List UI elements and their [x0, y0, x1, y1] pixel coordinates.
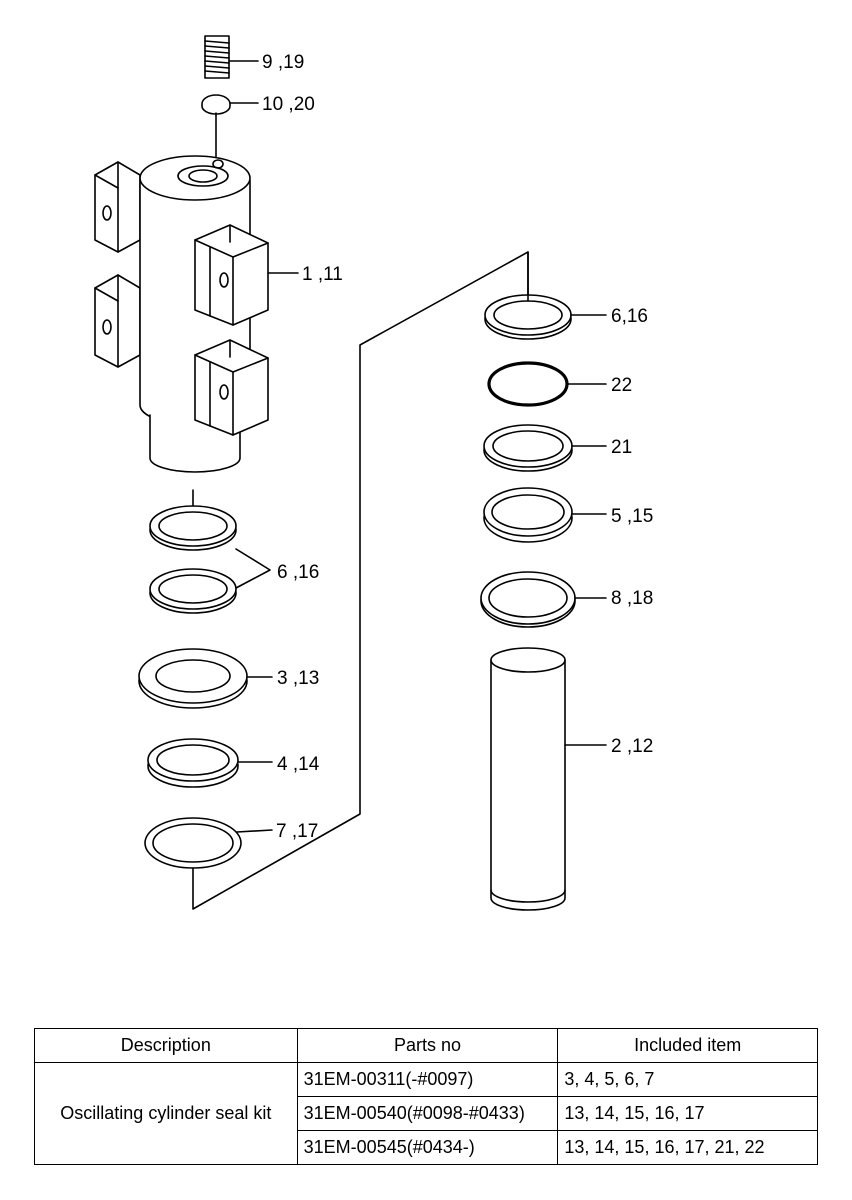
label-ring-3: 3 ,13 [277, 668, 319, 689]
ring-6-lower [149, 568, 237, 614]
ring-3 [138, 648, 273, 709]
ring-21 [483, 424, 607, 472]
label-ring-5: 5 ,15 [611, 506, 653, 527]
pin-part [490, 647, 607, 911]
label-oring-22: 22 [611, 375, 632, 396]
label-ring-21: 21 [611, 437, 632, 458]
label-ring-8: 8 ,18 [611, 588, 653, 609]
label-ring-6-right: 6,16 [611, 306, 648, 327]
label-pin: 2 ,12 [611, 736, 653, 757]
seal-kit-table: Description Parts no Included item Oscil… [34, 1028, 818, 1165]
table-row: 31EM-00545(#0434-) 13, 14, 15, 16, 17, 2… [35, 1130, 818, 1165]
part-no-cell: 31EM-00545(#0434-) [296, 1130, 559, 1165]
label-ball: 10 ,20 [262, 94, 315, 115]
label-ring-7: 7 ,17 [276, 821, 318, 842]
ring-5 [483, 487, 607, 543]
header-parts-no: Parts no [296, 1028, 559, 1063]
table-row: 31EM-00540(#0098-#0433) 13, 14, 15, 16, … [35, 1096, 818, 1131]
table-header-row: Description Parts no Included item [34, 1028, 818, 1063]
leader-6-16-left [235, 548, 271, 589]
label-cylinder: 1 ,11 [302, 264, 343, 285]
part-no-cell: 31EM-00540(#0098-#0433) [296, 1096, 559, 1131]
label-ring-4: 4 ,14 [277, 754, 320, 775]
header-description: Description [34, 1028, 298, 1063]
exploded-parts-diagram: 9 ,19 10 ,20 1 ,11 6 ,16 3 ,13 4 ,14 7 ,… [94, 35, 653, 911]
ball-part [201, 94, 259, 161]
label-rings-6-16: 6 ,16 [277, 562, 319, 583]
included-items-cell: 13, 14, 15, 16, 17, 21, 22 [557, 1130, 818, 1165]
ring-6-upper [149, 505, 237, 551]
table-row: Oscillating cylinder seal kit 31EM-00311… [34, 1062, 818, 1165]
description-cell: Oscillating cylinder seal kit [34, 1062, 298, 1165]
plug-part [204, 35, 259, 79]
ring-6-right [484, 251, 607, 340]
cylinder-body-part [94, 155, 299, 473]
ring-4 [147, 738, 273, 788]
ring-8 [480, 571, 607, 628]
oring-22 [487, 361, 607, 407]
ring-7 [144, 817, 273, 869]
header-included-item: Included item [557, 1028, 818, 1063]
label-plug: 9 ,19 [262, 52, 304, 73]
included-items-cell: 3, 4, 5, 6, 7 [557, 1062, 818, 1097]
included-items-cell: 13, 14, 15, 16, 17 [557, 1096, 818, 1131]
part-no-cell: 31EM-00311(-#0097) [296, 1062, 559, 1097]
